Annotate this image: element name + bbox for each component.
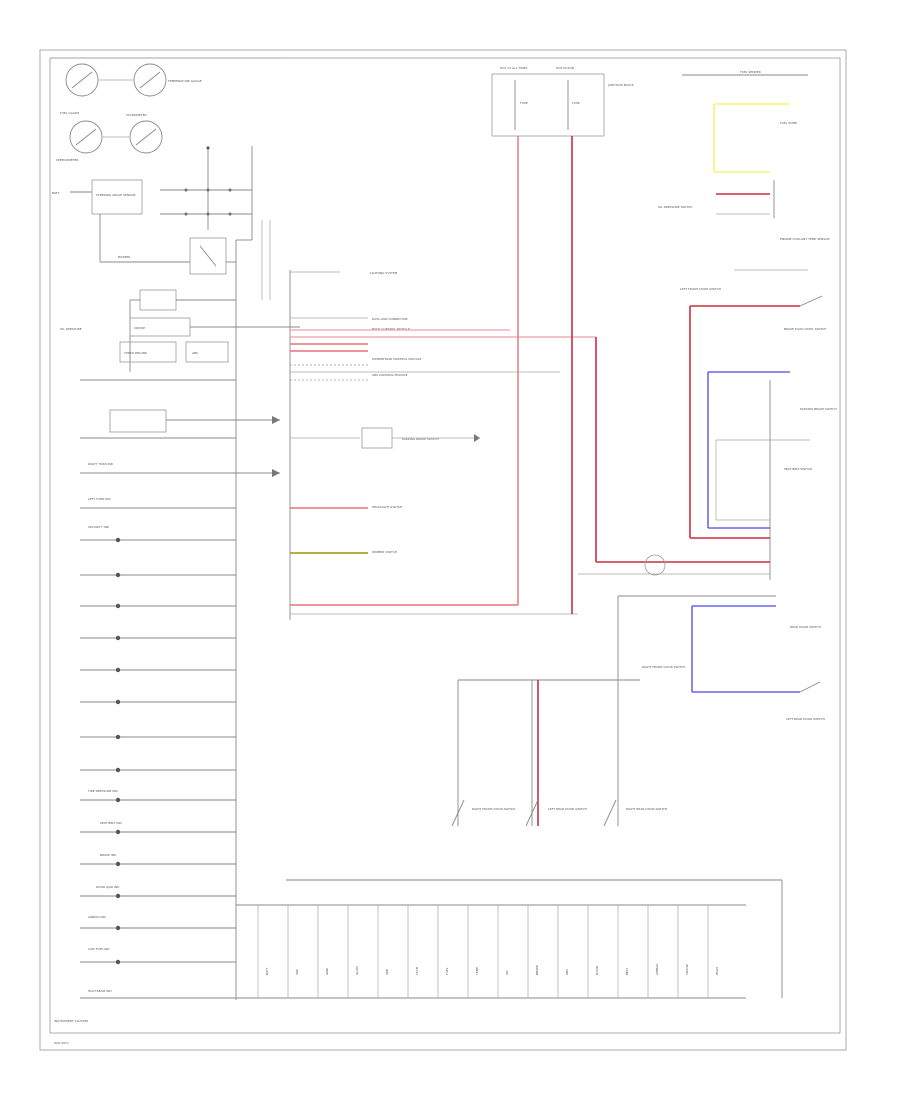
connector-col-label: BATT bbox=[265, 967, 269, 975]
battery-label: BATT bbox=[52, 191, 60, 195]
oil-pressure-box bbox=[109, 409, 167, 433]
connector-col-label: OIL bbox=[505, 970, 509, 975]
data-link-label: DATA LINK CONNECTOR bbox=[372, 317, 408, 321]
parking-brake-sw-label: PARKING BRAKE SWITCH bbox=[402, 437, 439, 441]
parking-brake-sw-box bbox=[361, 427, 393, 449]
footer-title: INSTRUMENT CLUSTER bbox=[54, 1019, 88, 1023]
cruise-label: CRUISE bbox=[134, 326, 145, 330]
connector-col-label: TACH bbox=[415, 967, 419, 976]
abs-module-label: ABS CONTROL MODULE bbox=[372, 373, 408, 377]
dimmer-switch-label: DIMMER SWITCH bbox=[372, 550, 397, 554]
diagram-frame bbox=[39, 49, 847, 1051]
left-rear-door-label: LEFT REAR DOOR SWITCH bbox=[786, 717, 825, 721]
right-front-door-label: RIGHT FRONT DOOR SWITCH bbox=[642, 665, 685, 669]
abs-label: ABS bbox=[192, 351, 198, 355]
body-control-label: BODY CONTROL MODULE bbox=[372, 327, 410, 331]
relay-box bbox=[189, 237, 227, 275]
connector-col-label: ABS bbox=[565, 969, 569, 975]
headlight-switch-label: HEADLIGHT SWITCH bbox=[372, 505, 402, 509]
cluster-connector-column: LIGHTING SYSTEM DATA LINK CONNECTOR BODY… bbox=[261, 220, 596, 620]
hot-in-run-label: HOT IN RUN bbox=[556, 66, 574, 70]
abs-box bbox=[185, 341, 229, 363]
speedometer-label: SPEEDOMETER bbox=[56, 158, 78, 162]
right-turn-label: RIGHT TURN IND bbox=[88, 462, 114, 466]
fuel-pump-label: FUEL PUMP bbox=[780, 121, 797, 125]
junction-block: HOT AT ALL TIMES HOT IN RUN FUSE FUSE JU… bbox=[491, 66, 635, 614]
connector-col-label: BELT bbox=[625, 968, 629, 975]
door-switch-3-label: RIGHT REAR DOOR SWITCH bbox=[626, 807, 667, 811]
seat-belt-label: SEAT BELT IND bbox=[100, 821, 123, 825]
tachometer-label: TACHOMETER bbox=[125, 113, 147, 117]
footer-code: W/D 2011 bbox=[54, 1041, 69, 1045]
brake-fluid-label: BRAKE FLUID LEVEL SWITCH bbox=[784, 327, 826, 331]
engine-coolant-label: ENGINE COOLANT TEMP SENSOR bbox=[780, 237, 830, 241]
connector-col-label: IGN bbox=[295, 970, 299, 975]
connector-col-label: SPD bbox=[385, 968, 389, 975]
junction-block-box bbox=[491, 73, 605, 137]
steering-sensor-box bbox=[91, 179, 143, 215]
connector-table: BATT IGN GND ILLUM SPD TACH FUEL TEMP OIL BRAKE AB… bbox=[236, 879, 783, 998]
oil-pressure-label: OIL PRESSURE bbox=[60, 327, 82, 331]
gauge-group: FUEL GAUGE TEMPERATURE GAUGE TACHOMETER … bbox=[56, 63, 202, 162]
connector-col-label: AIRBAG bbox=[655, 963, 659, 975]
diagram-inner-border bbox=[49, 57, 841, 1034]
buzzer-label: BUZZER bbox=[118, 255, 130, 259]
connector-circle bbox=[644, 554, 666, 576]
brake-ind-label: BRAKE IND bbox=[100, 853, 117, 857]
connector-col-label: ILLUM bbox=[355, 966, 359, 975]
oil-switch-label: OIL PRESSURE SWITCH bbox=[658, 205, 692, 209]
fuse-box-small bbox=[139, 289, 177, 311]
temperature-gauge-label: TEMPERATURE GAUGE bbox=[167, 79, 202, 83]
fuel-gauge-label: FUEL GAUGE bbox=[60, 111, 79, 115]
check-engine-box bbox=[119, 341, 177, 363]
seat-belt-sw-label: SEAT BELT SWITCH bbox=[784, 467, 812, 471]
connector-col-label: FUEL bbox=[445, 967, 449, 975]
top-right-block: FUEL SENDER FUEL PUMP OIL PRESSURE SWITC… bbox=[658, 70, 808, 218]
door-ajar-label: DOOR AJAR IND bbox=[96, 885, 120, 889]
door-switch-1-label: RIGHT FRONT DOOR SWITCH bbox=[472, 807, 515, 811]
security-label: SECURITY IND bbox=[88, 525, 110, 529]
rear-door-label: REAR DOOR SWITCH bbox=[790, 625, 821, 629]
fuel-sender-label: FUEL SENDER bbox=[740, 70, 761, 74]
door-switch-block: RIGHT FRONT DOOR SWITCH LEFT REAR DOOR S… bbox=[451, 679, 667, 827]
check-engine-label: CHECK ENGINE bbox=[124, 351, 147, 355]
door-switch-2-label: LEFT REAR DOOR SWITCH bbox=[548, 807, 587, 811]
connector-columns: BATT IGN GND ILLUM SPD TACH FUEL TEMP OIL BRAKE AB… bbox=[257, 905, 719, 998]
hot-at-all-times-label: HOT AT ALL TIMES bbox=[500, 66, 528, 70]
powertrain-label: POWERTRAIN CONTROL MODULE bbox=[372, 357, 422, 361]
connector-col-label: CRUISE bbox=[685, 964, 689, 975]
lighting-system-label: LIGHTING SYSTEM bbox=[370, 271, 398, 275]
tire-pressure-label: TIRE PRESSURE IND bbox=[87, 789, 119, 793]
right-switch-block: ENGINE COOLANT TEMP SENSOR LEFT FRONT DO… bbox=[578, 237, 837, 826]
low-fuel-label: LOW FUEL IND bbox=[88, 947, 110, 951]
airbag-label: AIRBAG IND bbox=[88, 915, 106, 919]
fuse-b-label: FUSE bbox=[572, 101, 580, 105]
high-beam-label: HIGH BEAM IND bbox=[88, 989, 112, 993]
connector-col-label: HIGH bbox=[715, 967, 719, 975]
connector-col-label: DOOR bbox=[595, 966, 599, 975]
junction-block-label: JUNCTION BLOCK bbox=[607, 83, 635, 87]
fuse-a-label: FUSE bbox=[520, 101, 528, 105]
left-circuit-block: BATT STEERING ANGLE SENSOR BUZZER CRUISE bbox=[52, 146, 300, 1000]
indicator-rows: SECURITY IND TIRE PRESSURE IND SEAT BELT… bbox=[80, 525, 746, 999]
left-front-door-label: LEFT FRONT DOOR SWITCH bbox=[680, 287, 721, 291]
connector-col-label: GND bbox=[325, 967, 329, 975]
parking-brake-label: PARKING BRAKE SWITCH bbox=[800, 407, 837, 411]
connector-col-label: TEMP bbox=[475, 967, 479, 976]
connector-col-label: BRAKE bbox=[535, 965, 539, 975]
left-turn-label: LEFT TURN IND bbox=[88, 497, 111, 501]
steering-sensor-label: STEERING ANGLE SENSOR bbox=[96, 193, 136, 197]
